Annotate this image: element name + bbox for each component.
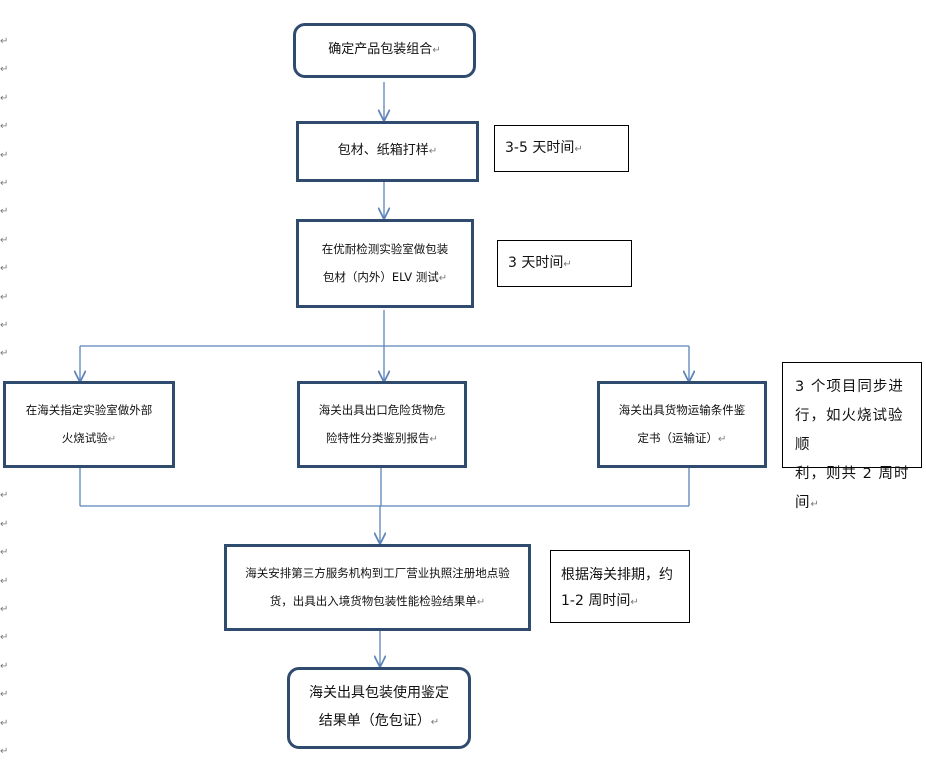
paragraph-mark: ↵ (0, 718, 9, 729)
step-third-party-inspection-line2: 货，出具出入境货物包装性能检验结果单 (269, 593, 477, 608)
paragraph-mark: ↵ (0, 604, 9, 615)
step-packaging-certificate: 海关出具包装使用鉴定 结果单（危包证）↵ (287, 667, 471, 749)
branch-fire-test-line2: 火烧试验 (61, 430, 108, 445)
paragraph-mark: ↵ (0, 292, 9, 303)
paragraph-mark: ↵ (0, 36, 9, 47)
note-parallel-time-line2: 行，如火烧试验顺 (795, 408, 904, 453)
paragraph-mark: ↵ (0, 632, 9, 643)
note-inspection-time-line1: 根据海关排期，约 (561, 567, 673, 583)
note-elv-time: 3 天时间↵ (497, 240, 632, 287)
paragraph-mark: ↵ (0, 348, 9, 359)
note-parallel-time: 3 个项目同步进 行，如火烧试验顺 利，则共 2 周时间↵ (782, 362, 922, 511)
paragraph-mark: ↵ (0, 519, 9, 530)
branch-hazard-report: 海关出具出口危险货物危 险特性分类鉴别报告↵ (297, 381, 467, 468)
paragraph-mark: ↵ (0, 235, 9, 246)
step-packaging-certificate-line2: 结果单（危包证） (318, 713, 431, 729)
paragraph-mark: ↵ (0, 263, 9, 274)
branch-fire-test-line1: 在海关指定实验室做外部 (25, 402, 153, 417)
paragraph-mark: ↵ (0, 576, 9, 587)
step-third-party-inspection: 海关安排第三方服务机构到工厂营业执照注册地点验 货，出具出入境货物包装性能检验结… (224, 544, 531, 631)
branch-fire-test: 在海关指定实验室做外部 火烧试验↵ (3, 381, 175, 468)
paragraph-mark: ↵ (0, 64, 9, 75)
step-packaging-certificate-line1: 海关出具包装使用鉴定 (309, 685, 449, 701)
step-define-package: 确定产品包装组合↵ (293, 23, 476, 78)
step-third-party-inspection-line1: 海关安排第三方服务机构到工厂营业执照注册地点验 (245, 565, 510, 580)
note-parallel-time-line3: 利，则共 2 周时间 (795, 466, 910, 511)
branch-transport-cert: 海关出具货物运输条件鉴 定书（运输证）↵ (597, 381, 767, 468)
paragraph-mark: ↵ (0, 746, 9, 757)
paragraph-mark: ↵ (0, 689, 9, 700)
branch-transport-cert-line2: 定书（运输证） (637, 430, 719, 445)
note-inspection-time: 根据海关排期，约 1-2 周时间↵ (550, 550, 690, 623)
paragraph-mark: ↵ (0, 178, 9, 189)
note-elv-time-text: 3 天时间 (508, 255, 564, 271)
step-sample-packaging: 包材、纸箱打样↵ (296, 121, 479, 182)
branch-hazard-report-line1: 海关出具出口危险货物危 (318, 402, 446, 417)
step-elv-test: 在优耐检测实验室做包装 包材（内外）ELV 测试↵ (296, 219, 474, 308)
paragraph-mark: ↵ (0, 547, 9, 558)
step-define-package-label: 确定产品包装组合 (328, 42, 433, 57)
paragraph-mark: ↵ (0, 320, 9, 331)
paragraph-mark: ↵ (0, 93, 9, 104)
note-sampling-time-text: 3-5 天时间 (505, 140, 575, 156)
note-parallel-time-line1: 3 个项目同步进 (795, 379, 904, 395)
paragraph-mark: ↵ (0, 661, 9, 672)
note-sampling-time: 3-5 天时间↵ (494, 125, 629, 172)
paragraph-mark: ↵ (0, 206, 9, 217)
paragraph-mark: ↵ (0, 490, 9, 501)
paragraph-mark: ↵ (0, 121, 9, 132)
step-elv-test-line2: 包材（内外）ELV 测试 (322, 269, 439, 284)
branch-transport-cert-line1: 海关出具货物运输条件鉴 (618, 402, 746, 417)
paragraph-mark: ↵ (0, 150, 9, 161)
note-inspection-time-line2: 1-2 周时间 (561, 593, 631, 609)
step-elv-test-line1: 在优耐检测实验室做包装 (321, 241, 449, 256)
step-sample-packaging-label: 包材、纸箱打样 (337, 143, 429, 158)
branch-hazard-report-line2: 险特性分类鉴别报告 (326, 430, 430, 445)
